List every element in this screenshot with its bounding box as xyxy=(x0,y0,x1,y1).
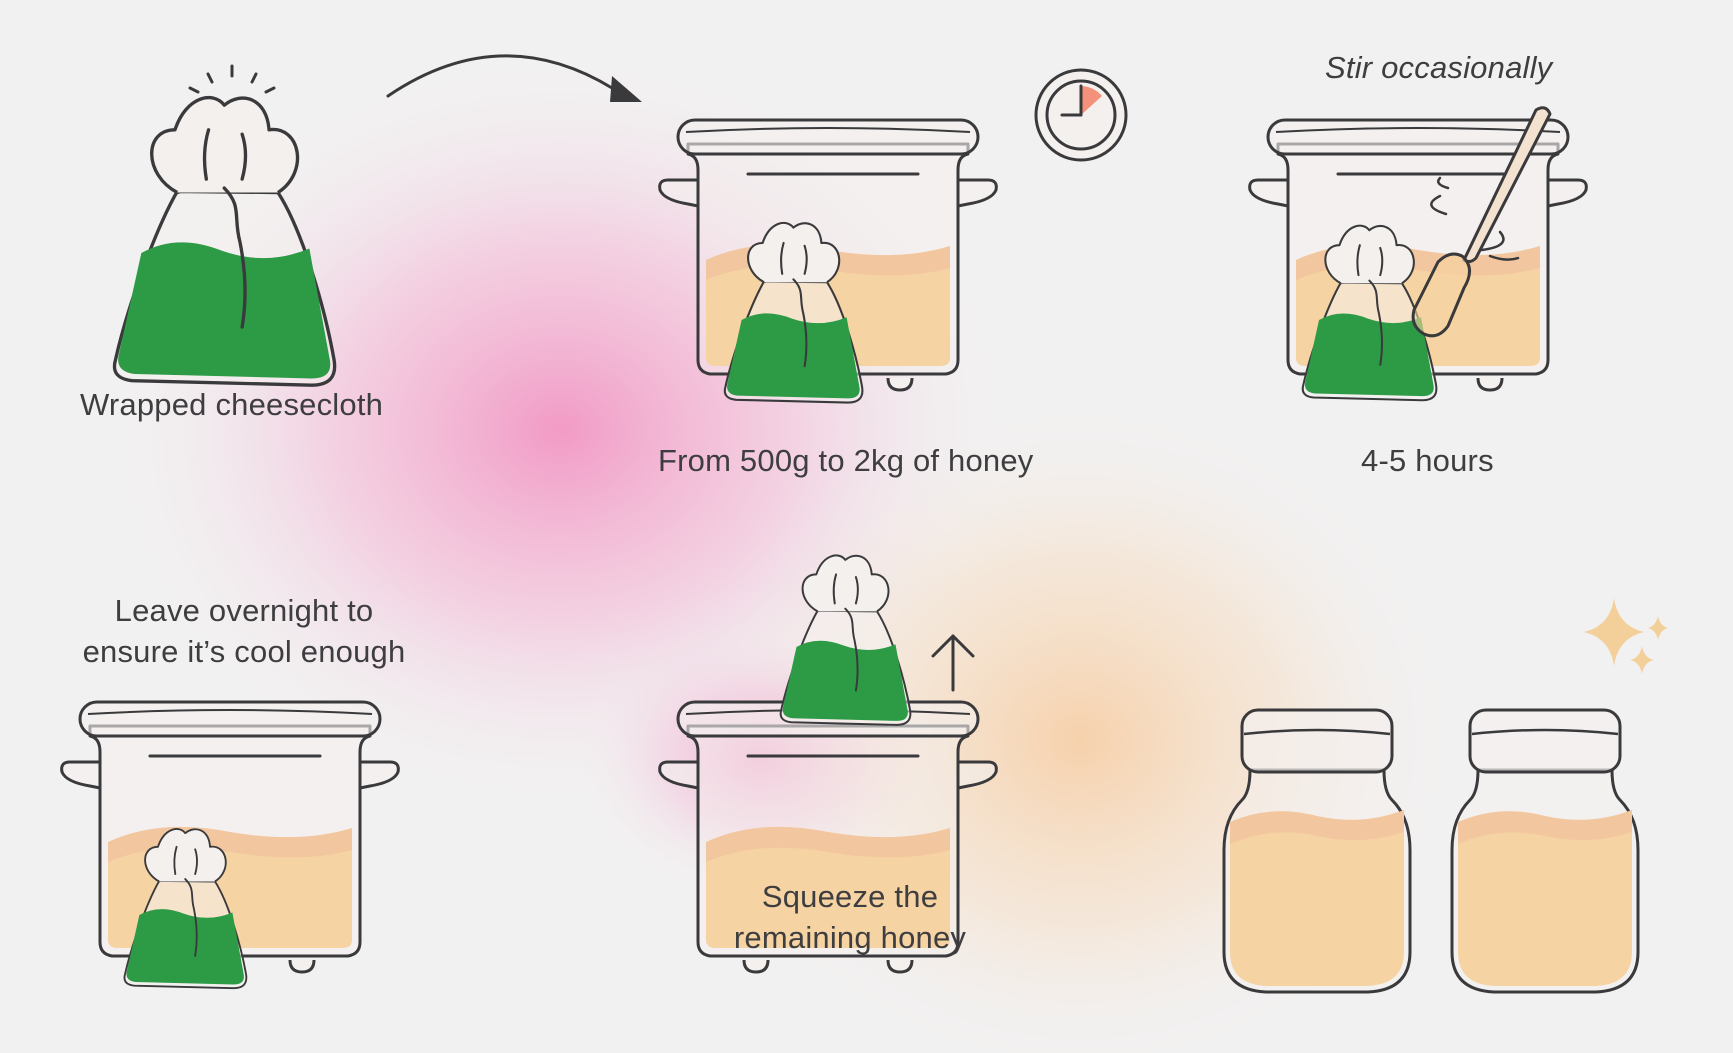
step-label-squeeze-line1: Squeeze the xyxy=(761,879,939,914)
step-label-squeeze-line2: remaining honey xyxy=(733,920,967,955)
up-arrow-icon xyxy=(931,634,975,692)
cheesecloth-bag-icon xyxy=(779,554,912,726)
step-label-squeeze: Squeeze the remaining honey xyxy=(700,876,1000,958)
step-label-cool: Leave overnight to ensure it’s cool enou… xyxy=(64,590,424,672)
step-label-cool-line2: ensure it’s cool enough xyxy=(82,634,406,669)
slow-cooker-icon xyxy=(60,700,400,990)
step-label-cool-line1: Leave overnight to xyxy=(114,593,374,628)
spoon-icon xyxy=(1411,106,1552,338)
cheesecloth-bag-icon xyxy=(112,95,337,387)
jar-icon xyxy=(1450,708,1640,994)
jar-icon xyxy=(1222,708,1412,994)
arrow-icon xyxy=(386,54,642,102)
slow-cooker-icon xyxy=(658,118,998,404)
clock-icon xyxy=(1034,68,1128,162)
shine-lines-icon xyxy=(188,64,276,94)
step-label-stir: 4-5 hours xyxy=(1361,443,1494,478)
step-label-pour: From 500g to 2kg of honey xyxy=(658,443,1034,478)
step-label-wrapped: Wrapped cheesecloth xyxy=(80,387,384,422)
sparkle-icon xyxy=(1584,598,1668,674)
slow-cooker-icon xyxy=(1248,118,1588,402)
step-note-stir: Stir occasionally xyxy=(1325,50,1553,85)
